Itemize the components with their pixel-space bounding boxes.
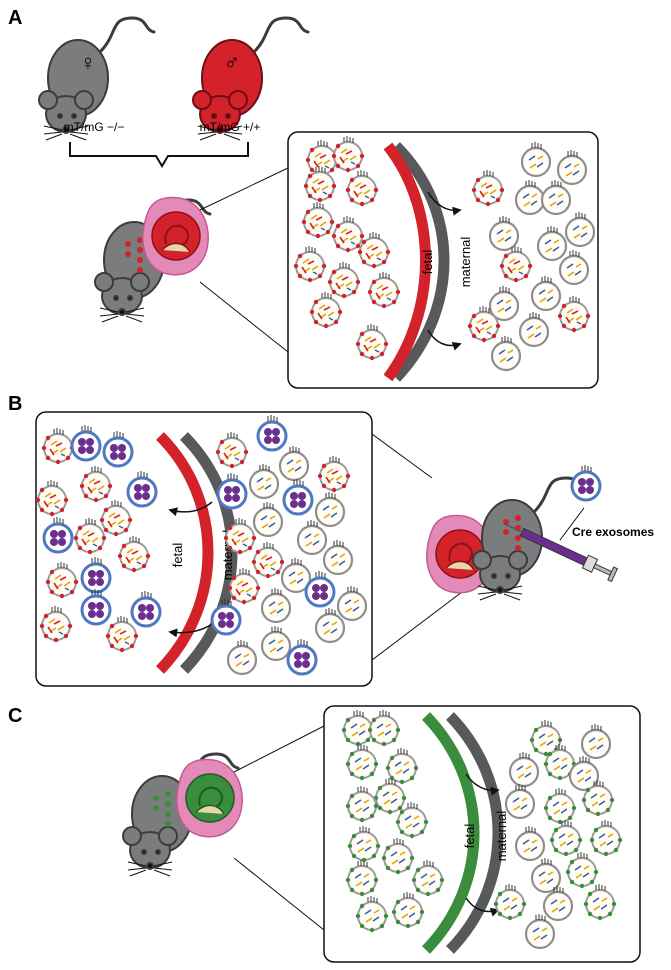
cre-exosome-icon — [570, 463, 602, 502]
fetal-membrane-red — [156, 432, 238, 674]
male-symbol-icon: ♂ — [224, 50, 241, 75]
male-genotype-label: mT/mG +/+ — [200, 120, 261, 134]
placenta-icon — [141, 196, 210, 276]
zoom-line — [233, 857, 325, 931]
zoom-line — [233, 725, 325, 773]
fetal-membrane-green — [422, 712, 504, 954]
fetal-label: fetal — [462, 824, 477, 849]
fetal-membrane-red — [383, 142, 450, 382]
maternal-label: maternal — [458, 237, 473, 288]
pregnant-mouse-icon — [121, 752, 240, 878]
transfer-arrow — [465, 897, 500, 917]
cre-exosomes-label: Cre exosomes — [572, 525, 654, 539]
zoom-line — [199, 167, 289, 211]
maternal-label: maternal — [494, 811, 509, 862]
zoom-line — [371, 591, 463, 661]
female-symbol-icon: ♀ — [80, 50, 97, 75]
zoom-line — [371, 433, 433, 479]
transfer-arrow — [465, 773, 500, 796]
fetal-label: fetal — [170, 543, 185, 568]
transfer-arrow — [168, 623, 213, 638]
syringe-icon — [503, 522, 619, 583]
panel-a-letter: A — [8, 7, 22, 29]
transfer-arrow — [427, 329, 462, 351]
female-genotype-label: mT/mG −/− — [64, 120, 125, 134]
label-leader-line — [559, 507, 585, 541]
fetal-label: fetal — [420, 250, 435, 275]
pregnant-mouse-icon — [93, 198, 212, 324]
cross-bracket — [69, 142, 249, 168]
zoom-line — [199, 281, 289, 353]
transfer-arrow — [427, 191, 462, 216]
panel-c-letter: C — [8, 705, 22, 727]
panel-b-letter: B — [8, 393, 22, 415]
placenta-icon — [175, 758, 244, 838]
transfer-arrow — [168, 501, 213, 517]
